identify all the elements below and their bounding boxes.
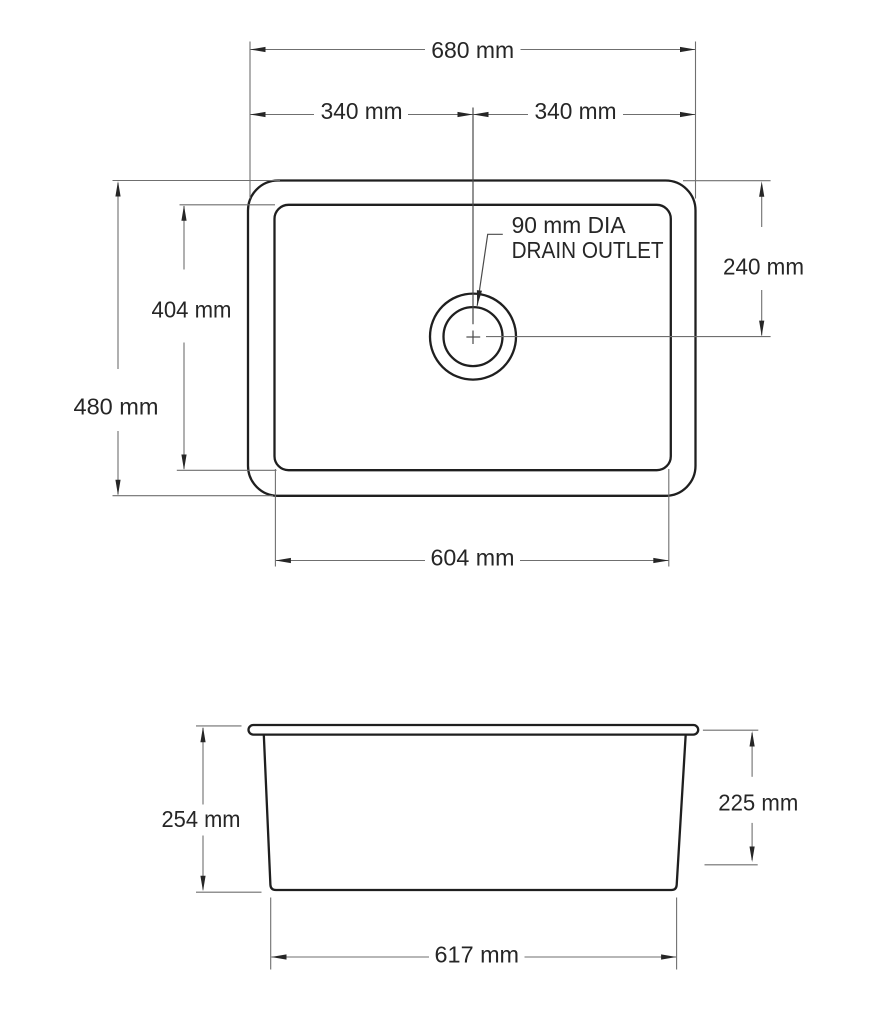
svg-text:604 mm: 604 mm (431, 545, 515, 571)
svg-text:90 mm DIA: 90 mm DIA (512, 212, 626, 238)
svg-text:DRAIN OUTLET: DRAIN OUTLET (512, 237, 664, 263)
svg-text:340 mm: 340 mm (535, 98, 617, 124)
svg-text:617 mm: 617 mm (435, 942, 520, 968)
svg-text:480 mm: 480 mm (74, 393, 159, 419)
svg-text:404 mm: 404 mm (152, 297, 232, 323)
svg-text:225 mm: 225 mm (718, 790, 798, 816)
svg-text:240 mm: 240 mm (723, 254, 804, 280)
svg-text:680 mm: 680 mm (431, 37, 514, 63)
svg-text:254 mm: 254 mm (162, 806, 241, 832)
svg-text:340 mm: 340 mm (321, 98, 403, 124)
